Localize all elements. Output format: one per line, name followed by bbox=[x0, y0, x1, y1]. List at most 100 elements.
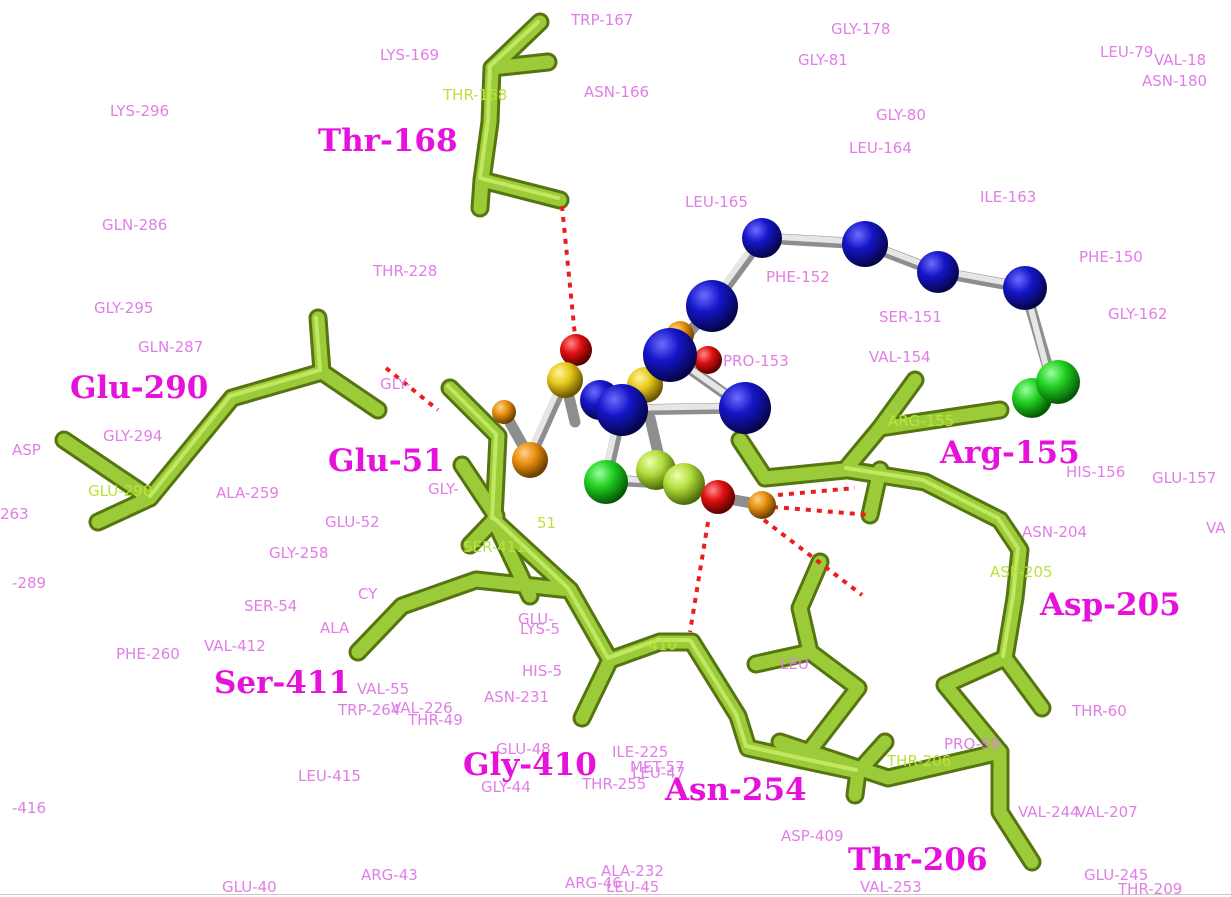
residue-label: -410 bbox=[643, 636, 678, 654]
residue-label: TRP-264 bbox=[338, 701, 401, 719]
residue-label: GLU-52 bbox=[325, 513, 380, 531]
key-residue-label: Thr-168 bbox=[318, 123, 458, 159]
residue-label: GLU-245 bbox=[1084, 866, 1149, 884]
residue-sticks bbox=[54, 12, 1052, 872]
atom-oxygen bbox=[701, 480, 735, 514]
residue-label: THR-209 bbox=[1118, 880, 1183, 897]
residue-label: 263 bbox=[0, 505, 29, 523]
residue-label: SER-54 bbox=[244, 597, 298, 615]
atom-nitrogen bbox=[686, 280, 738, 332]
residue-label: LEU-165 bbox=[685, 193, 748, 211]
atom-oxygen bbox=[694, 346, 722, 374]
residue-label: VAL-18 bbox=[1154, 51, 1207, 69]
residue-label: GLU- bbox=[518, 610, 554, 628]
residue-label: ASP-409 bbox=[781, 827, 844, 845]
residue-label: LEU-79 bbox=[1100, 43, 1154, 61]
atom-nitrogen bbox=[842, 221, 888, 267]
residue-label: GLY-295 bbox=[94, 299, 154, 317]
residue-label: -289 bbox=[12, 574, 47, 592]
residue-label: LEU-415 bbox=[298, 767, 361, 785]
residue-label: SER-411 bbox=[463, 538, 526, 556]
atom-nitrogen bbox=[742, 218, 782, 258]
residue-label: GLU-290 bbox=[88, 482, 153, 500]
key-residue-label: Gly-410 bbox=[463, 747, 597, 783]
residue-label: GLY-81 bbox=[798, 51, 848, 69]
atom-nitrogen bbox=[596, 384, 648, 436]
residue-label: LEU-164 bbox=[849, 139, 912, 157]
residue-label: LYS-296 bbox=[110, 102, 170, 120]
residue-label: ARG-43 bbox=[361, 866, 418, 884]
atom-phosphorus bbox=[492, 400, 516, 424]
stick-highlight-layer bbox=[148, 20, 1020, 772]
residue-label: GLU-40 bbox=[222, 878, 277, 896]
residue-label: THR-60 bbox=[1072, 702, 1127, 720]
atom-chlorine bbox=[584, 460, 628, 504]
atom-nitrogen bbox=[719, 382, 771, 434]
residue-label: ASN-204 bbox=[1022, 523, 1088, 541]
residue-label: THR-168 bbox=[443, 86, 508, 104]
residue-label: PHE-152 bbox=[766, 268, 830, 286]
residue-label: HIS-156 bbox=[1066, 463, 1126, 481]
residue-label: TRP-167 bbox=[571, 11, 634, 29]
residue-label: LEU-45 bbox=[606, 878, 660, 896]
key-residue-label: Ser-411 bbox=[214, 665, 351, 701]
residue-label: LYS-5 bbox=[520, 620, 561, 638]
residue-label: GLN-286 bbox=[102, 216, 168, 234]
residue-label: PRO-59 bbox=[944, 735, 1001, 753]
residue-label: GLY-258 bbox=[269, 544, 329, 562]
residue-label: ILE-225 bbox=[612, 743, 669, 761]
atom-oxygen bbox=[560, 334, 592, 366]
residue-label: VAL-207 bbox=[1076, 803, 1138, 821]
atom-chlorine bbox=[1036, 360, 1080, 404]
atom-carbon bbox=[663, 463, 705, 505]
residue-label: VAL-226 bbox=[391, 699, 453, 717]
hydrogen-bonds bbox=[384, 205, 871, 633]
atom-sulfur bbox=[547, 362, 583, 398]
key-residue-label: Thr-206 bbox=[848, 842, 988, 878]
residue-label: SER-151 bbox=[879, 308, 942, 326]
residue-label: THR-206 bbox=[887, 752, 952, 770]
residue-label: ALA-259 bbox=[216, 484, 279, 502]
residue-label: VAL-244 bbox=[1018, 803, 1080, 821]
residue-label: GLY-80 bbox=[876, 106, 926, 124]
residue-label: GLY-294 bbox=[103, 427, 163, 445]
residue-label: VAL-55 bbox=[357, 680, 410, 698]
residue-label: VAL-253 bbox=[860, 878, 922, 896]
key-residue-label: Asn-254 bbox=[665, 772, 807, 808]
key-residue-label: Glu-290 bbox=[70, 370, 209, 406]
residue-label: GLY- bbox=[428, 480, 459, 498]
residue-label: HIS-5 bbox=[522, 662, 563, 680]
residue-label: GLY- bbox=[380, 375, 411, 393]
residue-label: GLY-178 bbox=[831, 20, 891, 38]
key-residue-label: Arg-155 bbox=[940, 435, 1080, 471]
residue-label: LEU-47 bbox=[632, 764, 686, 782]
residue-label: VAL-412 bbox=[204, 637, 266, 655]
residue-label: GLY-162 bbox=[1108, 305, 1168, 323]
residue-label: ALA-232 bbox=[601, 862, 664, 880]
residue-label: LEU bbox=[780, 655, 809, 673]
key-residue-label: Glu-51 bbox=[328, 443, 445, 479]
residue-label: ASN-231 bbox=[484, 688, 550, 706]
residue-label: PRO-153 bbox=[723, 352, 789, 370]
atom-phosphorus bbox=[512, 442, 548, 478]
atom-phosphorus bbox=[748, 491, 776, 519]
residue-label: CY bbox=[358, 585, 378, 603]
residue-label: ARG-155 bbox=[888, 412, 955, 430]
residue-label: GLU-48 bbox=[496, 740, 551, 758]
residue-label: THR-255 bbox=[582, 775, 647, 793]
residue-label: GLY-44 bbox=[481, 778, 531, 796]
residue-label: PHE-150 bbox=[1079, 248, 1143, 266]
residue-label: VA bbox=[1206, 519, 1226, 537]
residue-label: ARG-46 bbox=[565, 874, 622, 892]
residue-label: ASP-205 bbox=[990, 563, 1053, 581]
residue-label: ALA bbox=[320, 619, 350, 637]
bottom-frame-line bbox=[0, 894, 1231, 895]
ligand-atoms bbox=[492, 218, 1080, 519]
atom-nitrogen bbox=[643, 328, 697, 382]
residue-label: -416 bbox=[12, 799, 47, 817]
residue-label: ASP bbox=[12, 441, 41, 459]
residue-label: GLN-287 bbox=[138, 338, 204, 356]
residue-label: 51 bbox=[537, 514, 557, 532]
